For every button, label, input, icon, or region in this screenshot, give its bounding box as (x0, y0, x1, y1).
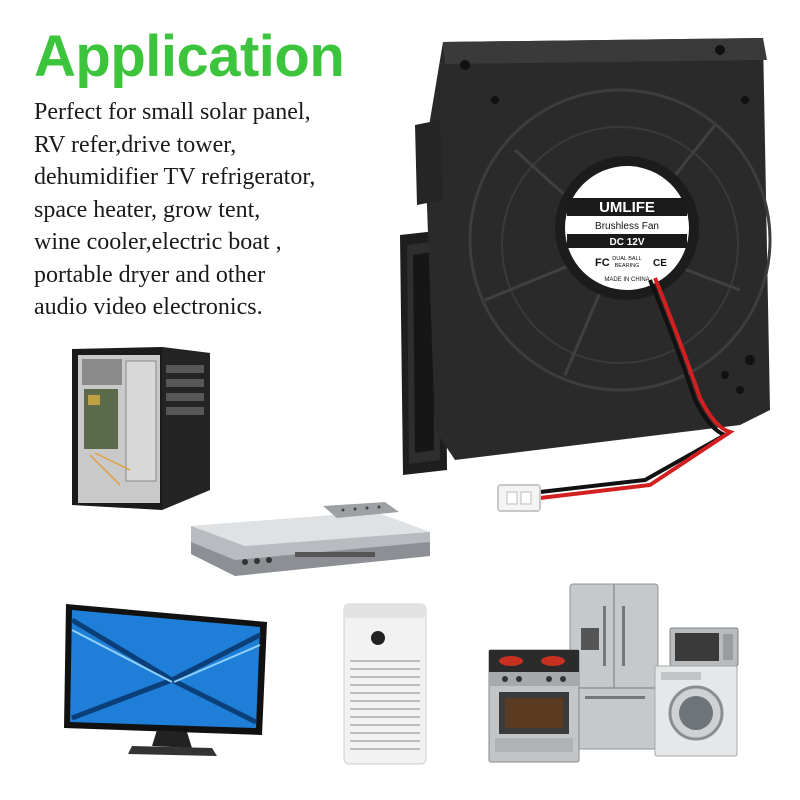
description-line: audio video electronics. (34, 294, 263, 320)
description-line: space heater, grow tent, (34, 196, 261, 223)
ce-mark: CE (653, 258, 667, 269)
pc-tower-image (72, 347, 210, 510)
tv-image (64, 604, 267, 756)
fan-type-label: Brushless Fan (595, 221, 659, 232)
fan-bearing-label: DUAL BALL (612, 256, 641, 262)
kitchen-appliances-image (488, 583, 739, 763)
description-line: portable dryer and other (34, 261, 266, 288)
description-line: Perfect for small solar panel, (34, 99, 311, 125)
fan-origin-label: MADE IN CHINA (604, 277, 649, 283)
description-line: RV refer,drive tower, (34, 131, 237, 158)
fan-brand-label: UMLIFE (599, 199, 655, 216)
fc-mark: FC (595, 257, 610, 269)
fan-voltage-label: DC 12V (609, 237, 644, 248)
page-title: Application (34, 24, 345, 89)
air-purifier-image (343, 603, 427, 765)
description-line: wine cooler,electric boat , (34, 229, 282, 255)
dvd-player-image (191, 502, 430, 576)
application-description: Perfect for small solar panel, RV refer,… (34, 96, 414, 324)
fan-bearing-label-2: BEARING (615, 263, 640, 269)
description-line: dehumidifier TV refrigerator, (34, 164, 316, 190)
blower-fan-image: UMLIFE Brushless Fan DC 12V FC DUAL BALL… (400, 38, 772, 512)
